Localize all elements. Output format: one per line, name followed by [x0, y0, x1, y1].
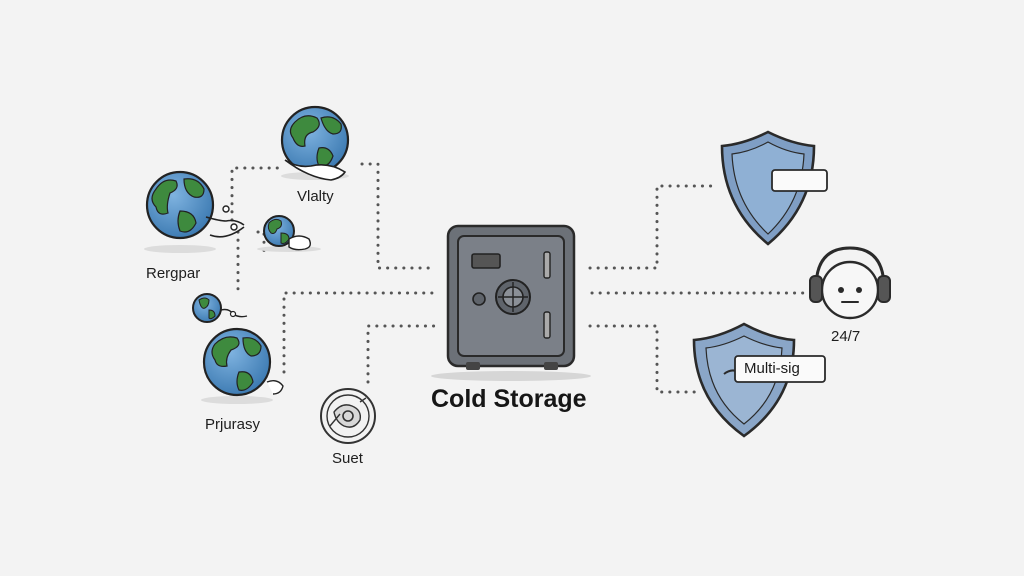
- connector-shield-top: [588, 184, 720, 270]
- connector-prjurasy: [282, 291, 438, 374]
- safe-icon: [431, 224, 591, 381]
- globe-icon: [192, 293, 248, 323]
- node-label-suet: Suet: [332, 450, 363, 467]
- connector-small-globe: [256, 230, 266, 258]
- connector-rergpar: [230, 166, 282, 222]
- globe-icon: [201, 327, 284, 404]
- center-title: Cold Storage: [431, 385, 587, 413]
- node-label-rergpar: Rergpar: [146, 265, 201, 282]
- coin-icon: [320, 388, 376, 444]
- connector-suet: [366, 324, 438, 384]
- node-label-prjurasy: Prjurasy: [205, 416, 261, 433]
- globe-icon: [144, 170, 245, 253]
- shield-icon: [692, 322, 826, 438]
- globe-icon: [280, 105, 350, 181]
- connector-vlalty: [360, 162, 438, 270]
- shield-icon: [720, 130, 828, 246]
- node-label-vlalty: Vlalty: [297, 188, 334, 205]
- node-label-24-7: 24/7: [831, 328, 861, 345]
- connector-multisig: [588, 324, 697, 394]
- globe-icon: [257, 215, 321, 252]
- support-headset-icon: [809, 246, 891, 320]
- node-label-multisig: Multi-sig: [744, 360, 800, 377]
- connector-lines: [230, 162, 807, 394]
